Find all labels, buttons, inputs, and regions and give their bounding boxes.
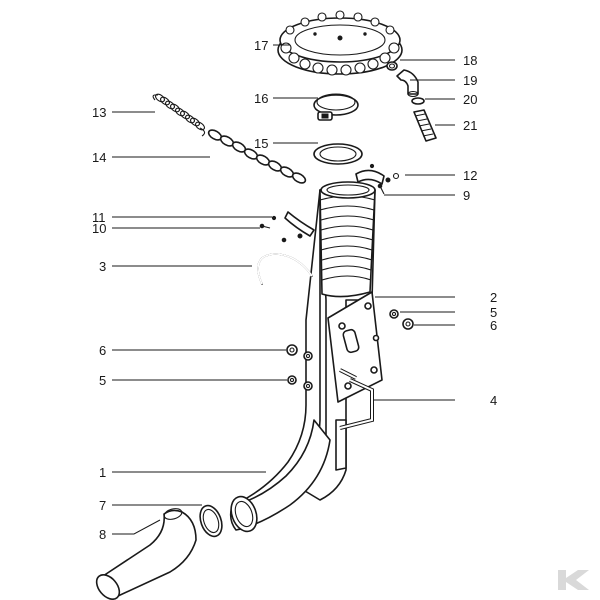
callout-17: 17 [254, 38, 268, 53]
callout-6-left: 6 [99, 343, 106, 358]
part-5-washer-left [287, 375, 313, 391]
part-11-bracket [281, 211, 315, 243]
part-17-distributor-head [277, 10, 403, 76]
callout-7: 7 [99, 498, 106, 513]
callout-4: 4 [490, 393, 497, 408]
part-8-deflector [95, 508, 197, 600]
part-18-ring [386, 61, 398, 71]
part-12-bracket [355, 163, 400, 185]
callout-21: 21 [463, 118, 477, 133]
callout-5-left: 5 [99, 373, 106, 388]
callout-20: 20 [463, 92, 477, 107]
leader-lines [112, 44, 455, 535]
callout-19: 19 [463, 73, 477, 88]
part-21-hose [413, 109, 437, 142]
callout-6-right: 6 [490, 318, 497, 333]
callout-1: 1 [99, 465, 106, 480]
brand-logo-icon [556, 566, 592, 594]
callout-9: 9 [463, 188, 470, 203]
part-19-elbow [396, 69, 419, 98]
part-13-spring [152, 93, 206, 137]
callout-13: 13 [92, 105, 106, 120]
callout-16: 16 [254, 91, 268, 106]
part-9-screw [377, 183, 385, 195]
part-14-chain [207, 129, 307, 184]
callout-3: 3 [99, 259, 106, 274]
callout-2: 2 [490, 290, 497, 305]
callout-18: 18 [463, 53, 477, 68]
part-20-washer [411, 97, 425, 105]
part-6-nut-left [286, 344, 313, 361]
part-4-u-bolt [339, 368, 374, 430]
part-5-washer-right [389, 309, 399, 319]
callout-14: 14 [92, 150, 106, 165]
part-7-ring [199, 504, 223, 538]
part-3-u-bolt [257, 253, 313, 285]
part-10-screw [259, 215, 277, 229]
callout-11: 11 [92, 210, 106, 225]
callout-5-right: 5 [490, 305, 497, 320]
part-6-nut-right [402, 318, 414, 330]
callout-15: 15 [254, 136, 268, 151]
callout-labels: 17 18 19 20 21 16 13 14 15 12 9 11 10 3 … [92, 38, 497, 542]
callout-12: 12 [463, 168, 477, 183]
callout-10: 10 [92, 221, 106, 236]
callout-8: 8 [99, 527, 106, 542]
part-2-mounting-plate [327, 291, 383, 403]
part-16-hose-clamp [313, 93, 359, 121]
part-15-gasket [313, 143, 363, 165]
